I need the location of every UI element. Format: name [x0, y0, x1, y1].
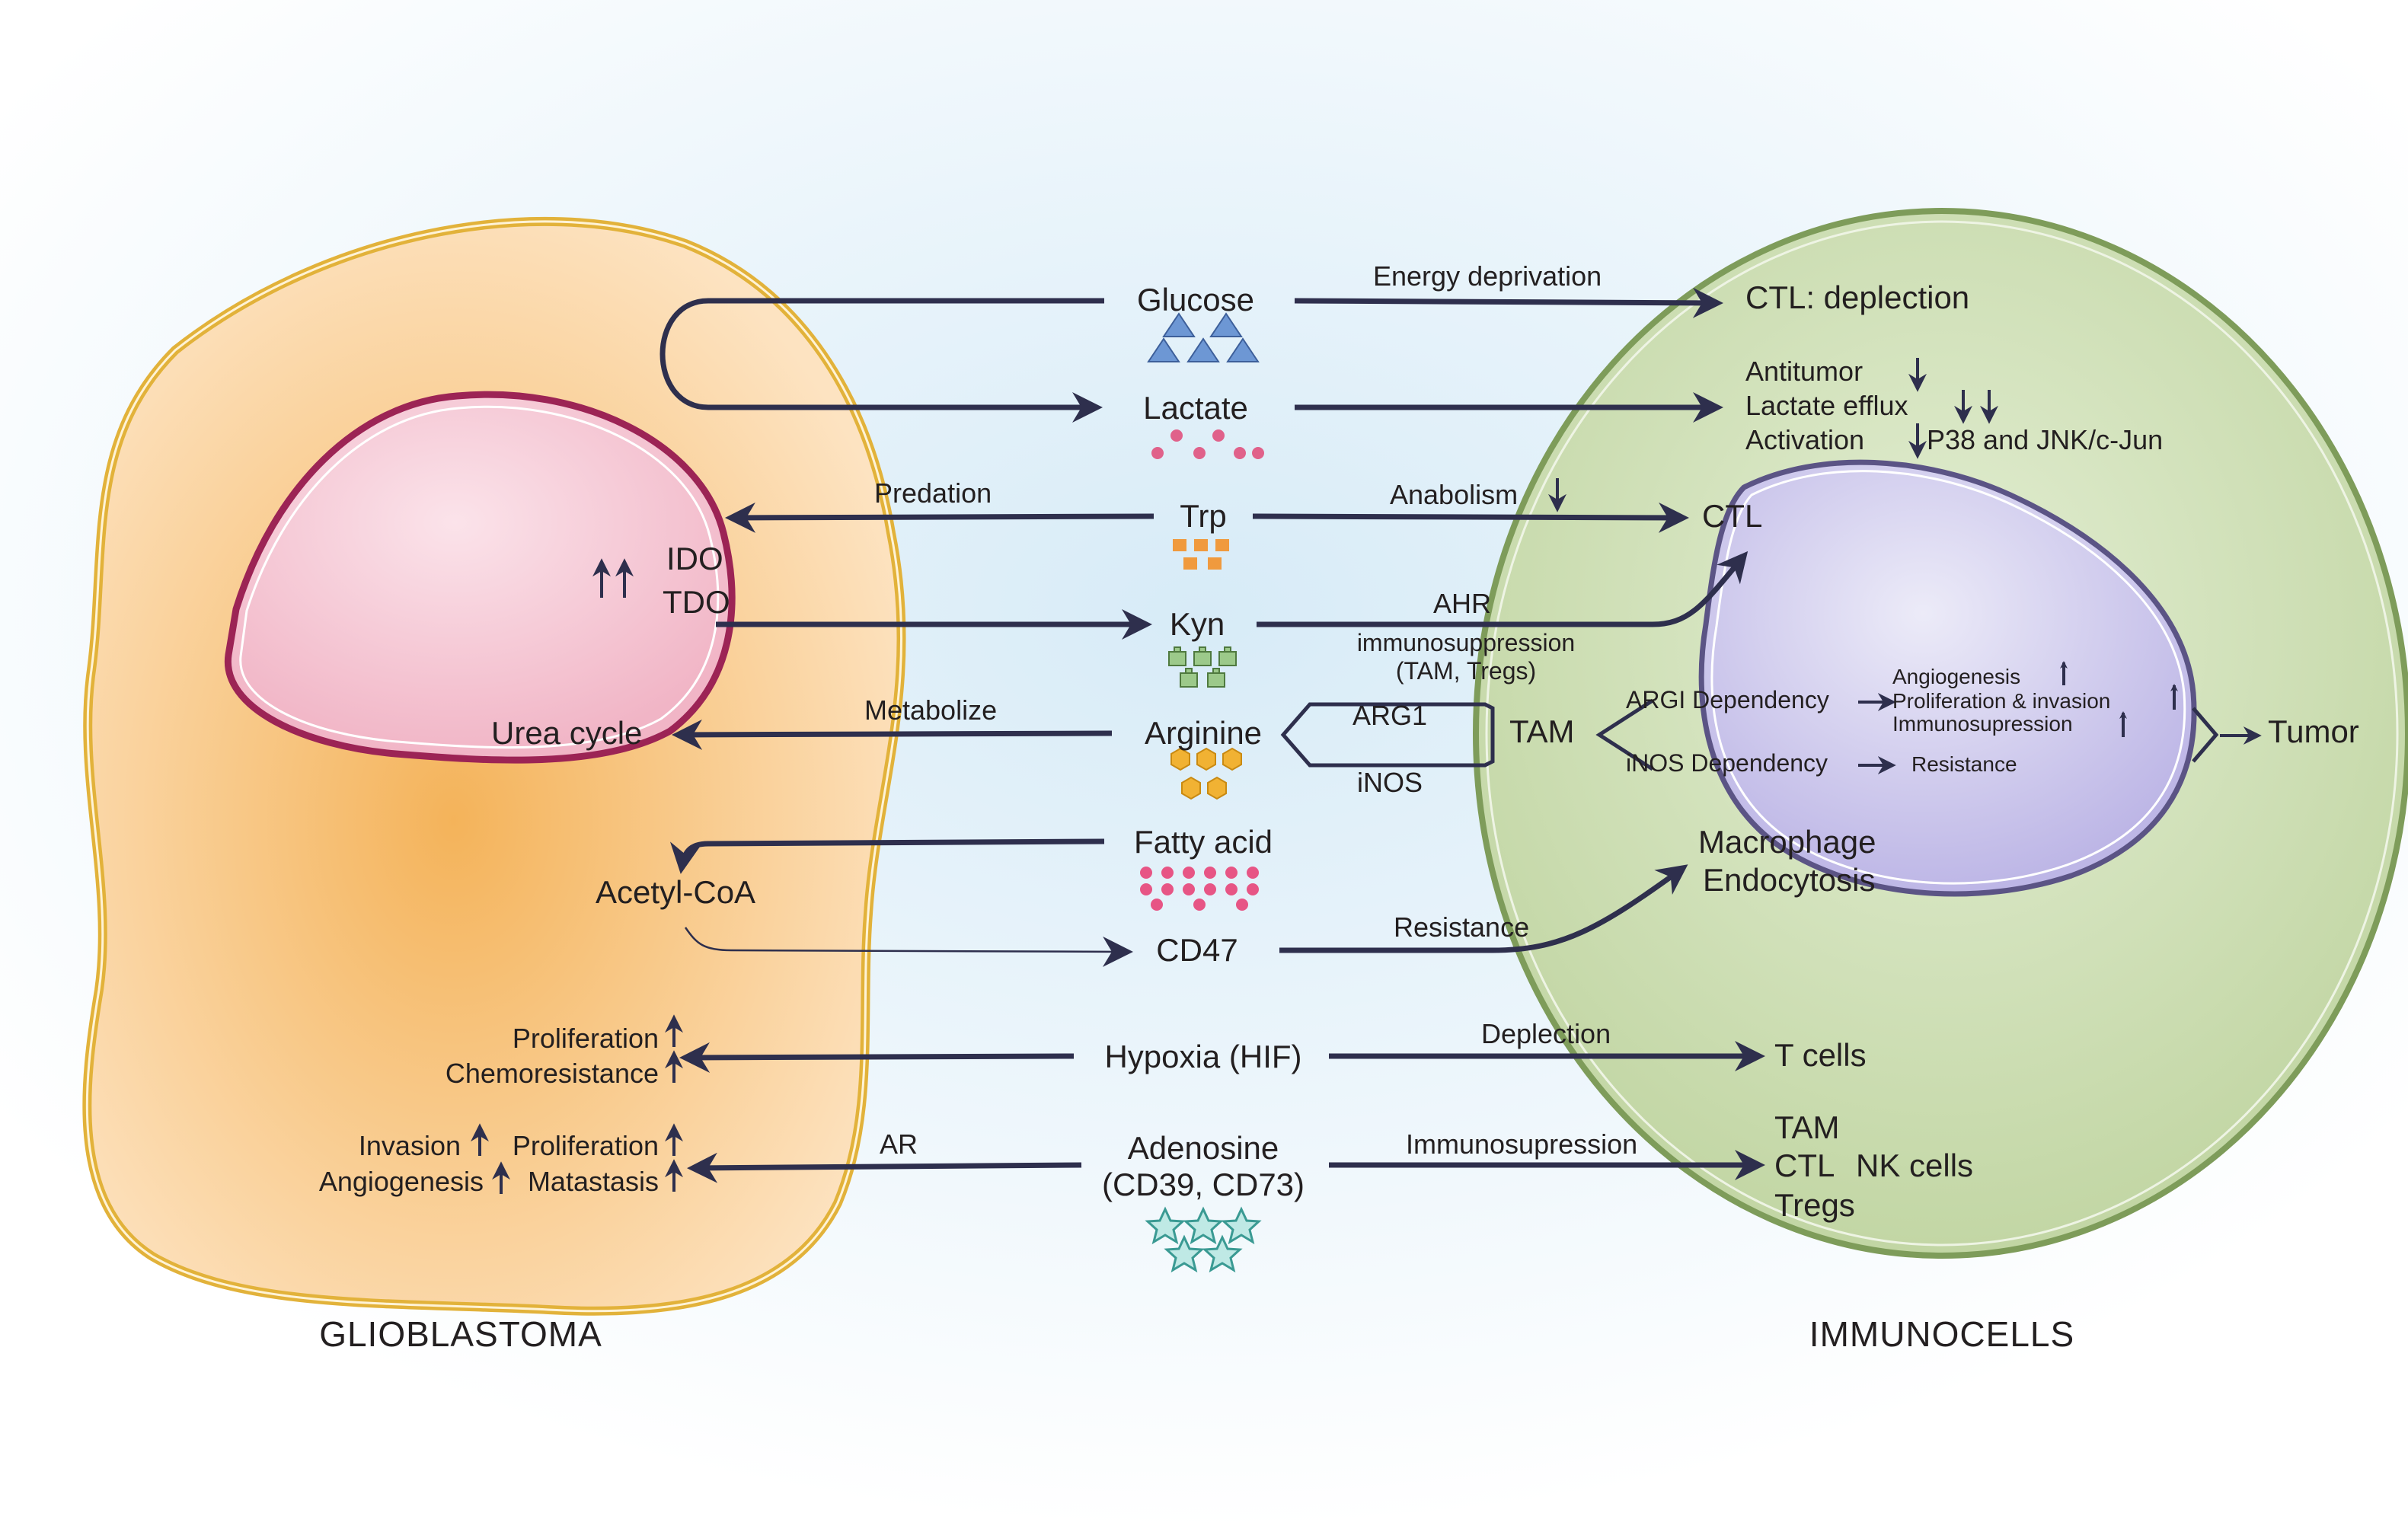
ctl2-label: CTL	[1774, 1148, 1835, 1183]
activation-label: Activation	[1745, 424, 1864, 455]
glucose-loop-arrow	[659, 298, 1104, 423]
p38-label: P38 and JNK/c-Jun	[1927, 424, 2163, 455]
immunosupression2-label: Immunosupression	[1406, 1128, 1637, 1160]
energy-deprivation-label: Energy deprivation	[1373, 260, 1602, 292]
acetyl-coa-label: Acetyl-CoA	[596, 874, 755, 910]
proliferation-label: Proliferation	[513, 1023, 659, 1054]
arg1-inos-bracket	[1280, 702, 1495, 768]
glucose-to-ctl-arrow	[1294, 287, 1723, 318]
invasion-label: Invasion	[359, 1130, 461, 1161]
tregs-label: Tregs	[1774, 1187, 1855, 1223]
glucose-icon	[1147, 312, 1260, 362]
anabolism-label: Anabolism	[1390, 479, 1518, 510]
deplection-label: Deplection	[1481, 1018, 1611, 1049]
urea-cycle-label: Urea cycle	[491, 715, 642, 751]
glioblastoma-cell	[82, 216, 906, 1316]
metabolize-label: Metabolize	[864, 694, 997, 726]
fatty-acid-icon	[1140, 867, 1259, 911]
proliferation2-label: Proliferation	[513, 1130, 659, 1161]
resistance-small-label: Resistance	[1911, 752, 2017, 776]
ar-label: AR	[880, 1128, 918, 1160]
nk-cells-label: NK cells	[1856, 1148, 1973, 1183]
kyn-label: Kyn	[1170, 606, 1225, 642]
cd47-label: CD47	[1156, 932, 1238, 968]
indicator-arrows	[471, 358, 2178, 1194]
trp-predation-arrow	[725, 502, 1154, 533]
arginine-metabolize-arrow	[672, 719, 1113, 750]
immunocells-title: IMMUNOCELLS	[1809, 1314, 2074, 1354]
ctl-deplection-label: CTL: deplection	[1745, 279, 1969, 315]
fatty-acid-arrow	[669, 838, 1105, 874]
arginine-label: Arginine	[1145, 715, 1262, 751]
cd47-resistance-arrow	[1279, 864, 1688, 953]
endocytosis-label: Endocytosis	[1703, 862, 1875, 898]
kyn-to-ctl-arrow	[1257, 551, 1749, 627]
tumor-bracket	[2192, 707, 2219, 763]
trp-icon	[1173, 539, 1229, 570]
ctl-label: CTL	[1702, 498, 1762, 534]
tam-label: TAM	[1509, 713, 1575, 749]
ahr-label: AHR	[1433, 588, 1491, 619]
ido-label: IDO	[666, 541, 723, 576]
lactate-efflux-label: Lactate efflux	[1745, 390, 1908, 421]
trp-anabolism-arrow	[1252, 502, 1689, 533]
adenosine-label: Adenosine	[1128, 1130, 1279, 1166]
acetyl-to-cd47-arrow	[684, 927, 1133, 967]
adenosine-icon	[1145, 1206, 1262, 1273]
arg1-label: ARG1	[1353, 700, 1427, 731]
arginine-icon	[1170, 747, 1242, 800]
tam-bracket	[1595, 698, 1654, 771]
tumor-label: Tumor	[2268, 713, 2359, 749]
glucose-label: Glucose	[1137, 282, 1254, 318]
glioblastoma-nucleus	[224, 391, 736, 764]
matastasis-label: Matastasis	[528, 1166, 659, 1197]
antitumor-label: Antitumor	[1745, 356, 1863, 387]
argi-dependency-label: ARGI Dependency	[1626, 686, 1829, 713]
tdo-label: TDO	[663, 584, 730, 620]
proliferation-invasion-label: Proliferation & invasion	[1892, 689, 2110, 713]
predation-label: Predation	[874, 477, 992, 509]
macrophage-label: Macrophage	[1698, 824, 1876, 860]
angiogenesis-label: Angiogenesis	[319, 1166, 484, 1197]
tumor-nucleus	[1698, 459, 2197, 897]
lactate-label: Lactate	[1143, 390, 1248, 426]
inos-dependency-label: iNOS Dependency	[1626, 749, 1828, 777]
tam2-label: TAM	[1774, 1109, 1840, 1145]
glioblastoma-title: GLIOBLASTOMA	[319, 1314, 602, 1354]
inos-label: iNOS	[1357, 767, 1423, 798]
fatty-acid-label: Fatty acid	[1134, 824, 1273, 860]
resistance-label: Resistance	[1394, 911, 1529, 943]
t-cells-label: T cells	[1774, 1037, 1867, 1073]
hypoxia-left-arrow	[679, 1042, 1075, 1073]
kyn-icon	[1168, 646, 1237, 688]
tam-tregs-label: (TAM, Tregs)	[1396, 657, 1536, 685]
immunosupression-small-label: Immunosupression	[1892, 712, 2073, 736]
trp-label: Trp	[1180, 498, 1226, 534]
adenosine-cd-label: (CD39, CD73)	[1102, 1167, 1305, 1202]
hypoxia-label: Hypoxia (HIF)	[1104, 1039, 1301, 1074]
adenosine-left-arrow	[687, 1152, 1082, 1183]
lactate-icon	[1151, 429, 1264, 459]
angiogenesis-small-label: Angiogenesis	[1892, 665, 2020, 688]
chemoresistance-label: Chemoresistance	[446, 1058, 659, 1089]
immunosuppression-label: immunosuppression	[1357, 629, 1575, 656]
